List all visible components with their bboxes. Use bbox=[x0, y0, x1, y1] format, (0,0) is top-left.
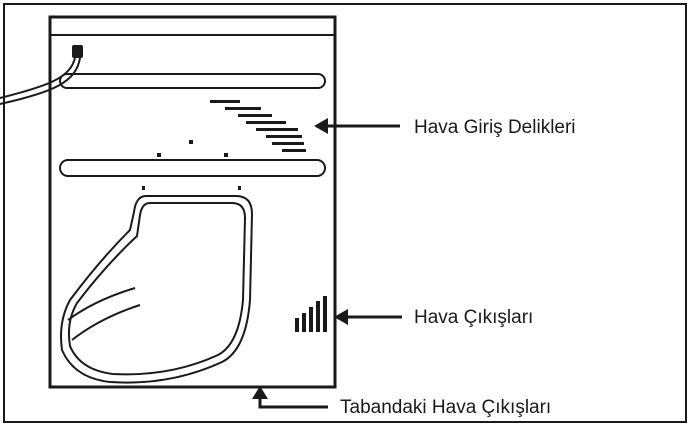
boot-outline-outer bbox=[60, 195, 254, 384]
boot-fold-line bbox=[67, 287, 136, 321]
callout-arrows bbox=[252, 118, 402, 409]
appliance-body bbox=[48, 15, 337, 389]
outlet-bar bbox=[295, 318, 299, 332]
outer-frame bbox=[3, 3, 687, 423]
outlet-arrow-head bbox=[334, 309, 348, 325]
inlet-hole bbox=[272, 142, 304, 145]
power-cord-inner bbox=[0, 57, 81, 105]
inlet-hole bbox=[256, 128, 298, 131]
bottom-air-outlets-label: Tabandaki Hava Çıkışları bbox=[340, 397, 552, 418]
inlet-hole bbox=[266, 135, 302, 138]
lower-slot bbox=[59, 159, 326, 177]
slot-dot bbox=[142, 186, 145, 190]
inlet-hole bbox=[246, 121, 286, 124]
outlet-bar bbox=[309, 307, 313, 332]
bottom-arrow-shaft bbox=[258, 397, 328, 409]
power-plug bbox=[72, 45, 83, 58]
upper-slot bbox=[59, 73, 326, 89]
boot-fold-line-2 bbox=[71, 304, 141, 341]
outlet-bar bbox=[316, 301, 320, 332]
boot-shape bbox=[60, 195, 254, 384]
inlet-hole bbox=[282, 149, 306, 152]
inlet-hole bbox=[225, 107, 261, 110]
power-cord bbox=[0, 57, 76, 99]
air-inlet-holes bbox=[157, 100, 306, 157]
boot-outline-inner bbox=[67, 202, 247, 376]
inlet-dot bbox=[224, 153, 228, 157]
bottom-arrow-head bbox=[252, 386, 268, 399]
inlet-dot bbox=[157, 153, 161, 157]
slot-dot bbox=[238, 186, 241, 190]
air-outlets-label: Hava Çıkışları bbox=[414, 307, 534, 328]
air-inlet-holes-label: Hava Giriş Delikleri bbox=[414, 117, 576, 138]
inlet-hole bbox=[210, 100, 240, 103]
inlet-arrow-head bbox=[314, 118, 328, 134]
inlet-hole bbox=[238, 114, 272, 117]
side-air-outlets bbox=[295, 296, 327, 332]
outlet-bar bbox=[323, 296, 327, 332]
outlet-bar bbox=[302, 313, 306, 332]
inlet-dot bbox=[189, 140, 193, 144]
